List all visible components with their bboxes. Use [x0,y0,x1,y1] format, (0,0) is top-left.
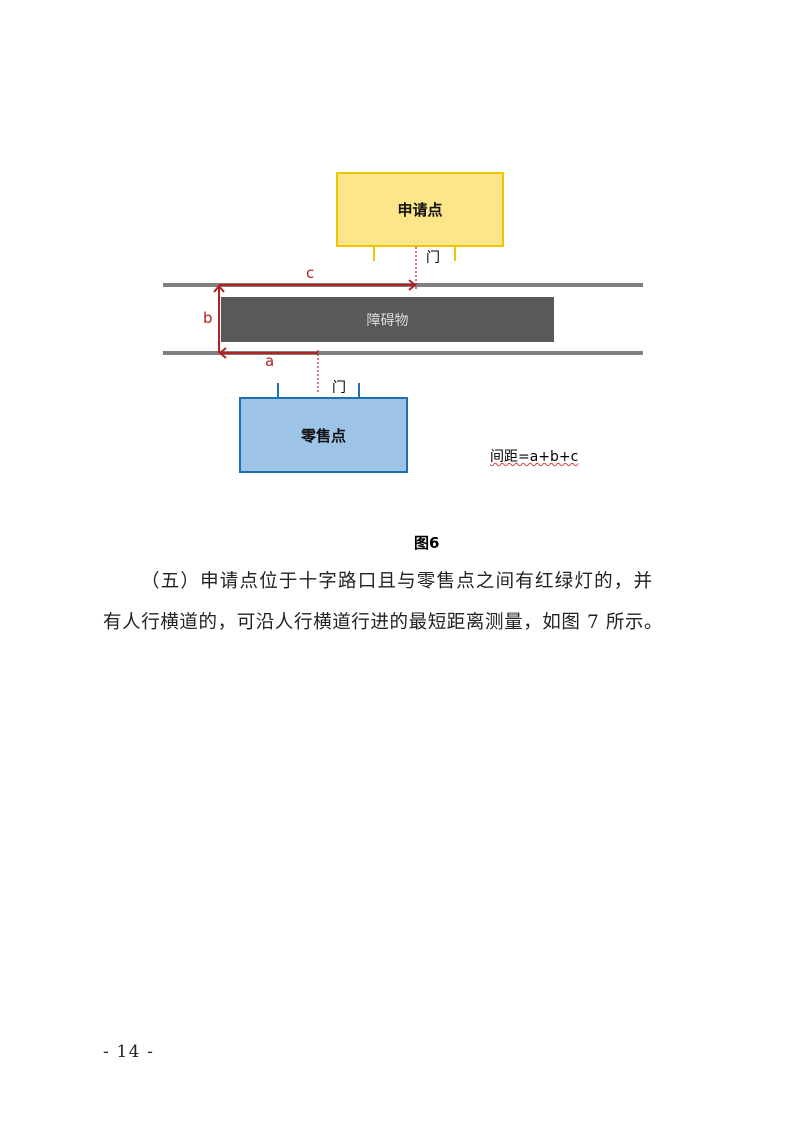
obstacle-box: 障碍物 [221,297,554,342]
diagram-lines [163,246,643,398]
door-label-bottom: 门 [332,380,346,396]
obstacle-label: 障碍物 [366,312,409,329]
segment-a-label: a [265,352,275,370]
segment-c-label: c [306,264,315,282]
retailer-box: 零售点 [239,397,408,473]
arrowhead-c [408,279,417,291]
applicant-label: 申请点 [397,201,443,219]
figure-caption: 图6 [414,534,440,552]
paragraph-line-2: 有人行横道的，可沿人行横道行进的最短距离测量，如图 7 所示。 [103,612,664,633]
retailer-label: 零售点 [300,426,346,445]
segment-b-label: b [203,309,213,327]
paragraph-line-1: （五）申请点位于十字路口且与零售点之间有红绿灯的，并 [141,571,654,592]
distance-formula: 间距=a+b+c [490,449,579,465]
door-label-top: 门 [426,250,440,266]
page-number: - 14 - [103,1042,155,1062]
applicant-box: 申请点 [336,172,504,247]
